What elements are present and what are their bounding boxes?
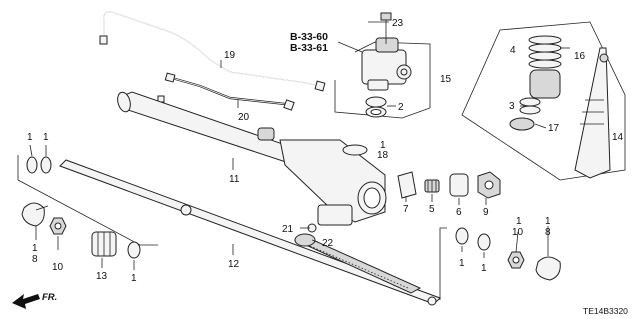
- callout-10-right: 10: [512, 227, 524, 238]
- valve-body-group-15: [334, 37, 431, 119]
- callout-20: 20: [238, 112, 250, 123]
- gear-housing-11: [117, 91, 387, 226]
- right-seal-group: [439, 227, 561, 300]
- left-seal-group: [17, 155, 158, 259]
- callout-1-r-b: 1: [481, 263, 487, 274]
- callout-19: 19: [224, 50, 236, 61]
- leader-lines: [29, 21, 570, 270]
- callout-1-r-d: 1: [545, 216, 551, 227]
- callout-1-r-c: 1: [516, 216, 522, 227]
- callout-16: 16: [574, 51, 586, 62]
- part-code: TE14B3320: [583, 306, 628, 316]
- callout-3: 3: [509, 101, 515, 112]
- control-valve-box-14: [461, 21, 626, 181]
- feed-pipe-19: [99, 11, 326, 92]
- callout-11: 11: [229, 174, 240, 185]
- callout-12: 12: [228, 259, 240, 270]
- seal-18: [342, 144, 368, 156]
- callout-7: 7: [403, 204, 409, 215]
- callout-8-right: 8: [545, 227, 551, 238]
- callout-21: 21: [282, 224, 294, 235]
- direction-label: FR.: [42, 292, 57, 303]
- callout-10-left: 10: [52, 262, 64, 273]
- bolt-23: [380, 12, 392, 44]
- callout-13: 13: [96, 271, 108, 282]
- callout-23: 23: [392, 18, 404, 29]
- callout-22: 22: [322, 238, 334, 249]
- callout-1-l-b: 1: [131, 273, 137, 284]
- callout-15: 15: [440, 74, 452, 85]
- callout-1-seal: 1: [380, 140, 386, 151]
- ref-code-1: B-33-60: [290, 31, 328, 43]
- callout-8-left: 8: [32, 254, 38, 265]
- parts-7-5-6-9: [397, 171, 501, 199]
- callout-1-tl-b: 1: [43, 132, 49, 143]
- ref-code-2: B-33-61: [290, 42, 328, 54]
- callout-4: 4: [510, 45, 516, 56]
- callout-17: 17: [548, 123, 560, 134]
- front-direction-arrow: FR.: [12, 292, 57, 309]
- callout-1-r-a: 1: [459, 258, 465, 269]
- callout-9: 9: [483, 207, 489, 218]
- callout-18: 18: [377, 150, 389, 161]
- callout-5: 5: [429, 204, 435, 215]
- callout-2: 2: [398, 102, 404, 113]
- callout-6: 6: [456, 207, 462, 218]
- callout-14: 14: [612, 132, 624, 143]
- callout-1-l-a: 1: [32, 243, 38, 254]
- callout-1-tl-a: 1: [27, 132, 33, 143]
- pinion-parts-21-22: [294, 223, 317, 247]
- return-pipe-20: [157, 72, 295, 111]
